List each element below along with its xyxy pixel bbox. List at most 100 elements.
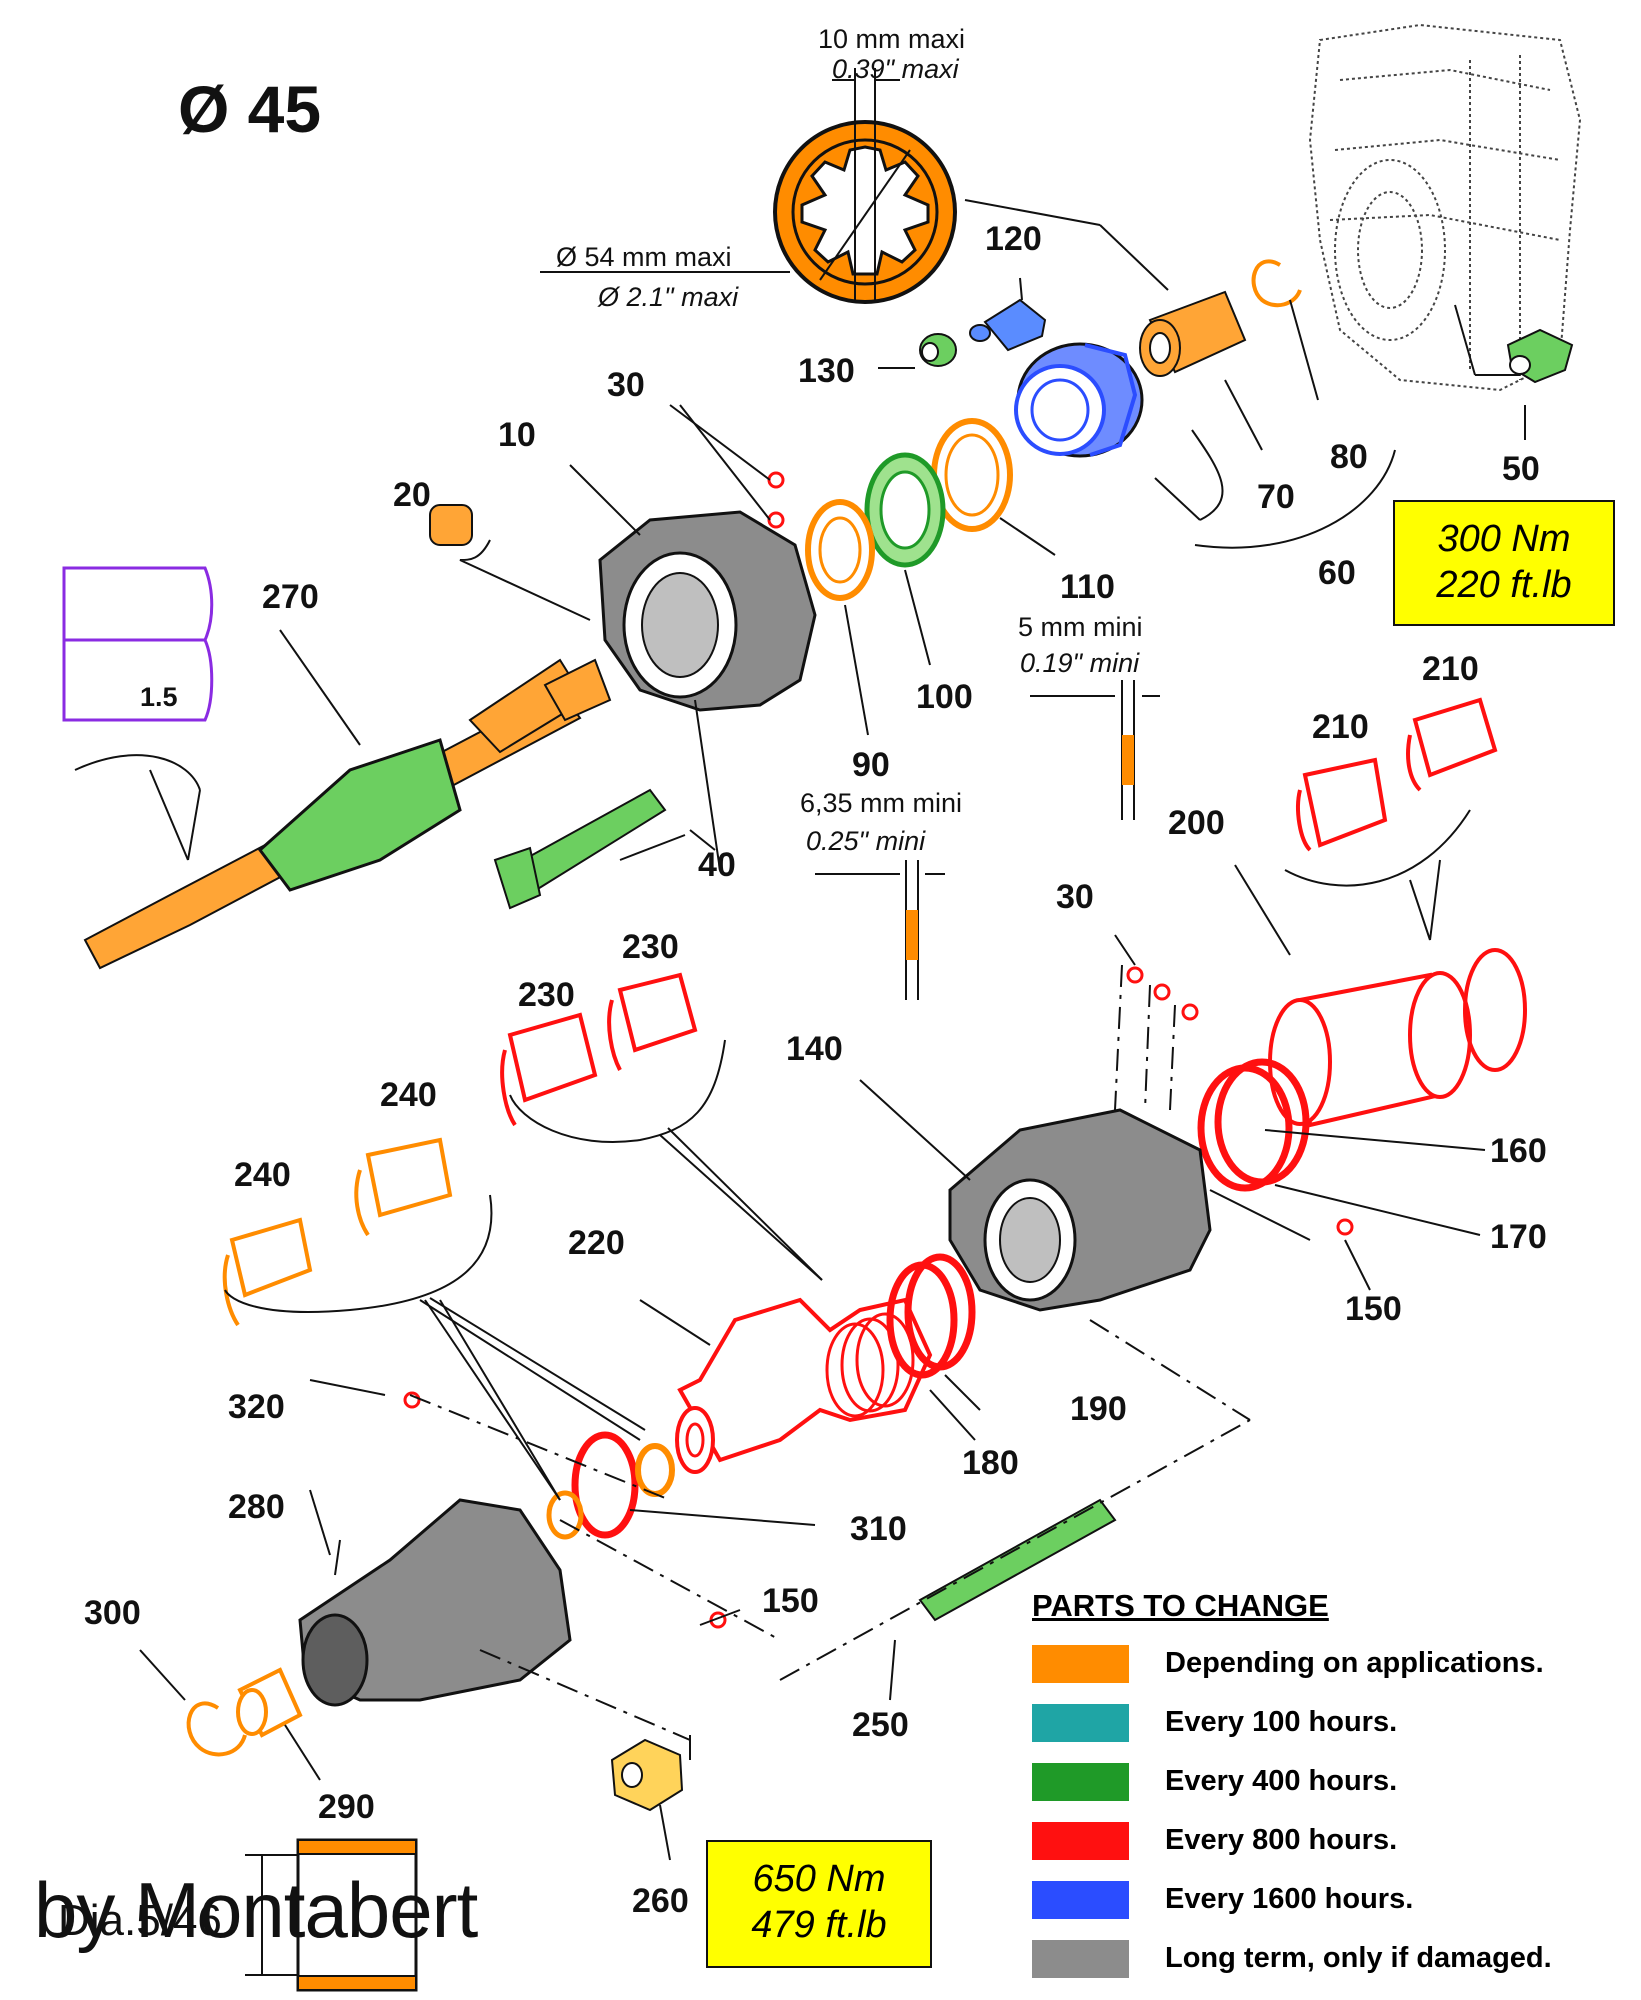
engine-block-sketch [1308, 23, 1582, 392]
gauge-width-mm: 10 mm maxi [818, 24, 965, 54]
wear-gauge [62, 566, 214, 722]
label-170: 170 [1490, 1218, 1547, 1256]
label-100: 100 [916, 678, 973, 716]
torque-bottom-nm: 650 Nm [752, 1858, 886, 1900]
leader-lines [74, 199, 1526, 1861]
part-250-tie-rod [918, 1498, 1117, 1622]
bushing-dia-label: Dia.5/46 [58, 1896, 222, 1945]
torque-top-nm: 300 Nm [1437, 518, 1571, 560]
measure-mini-2-in: 0.25" mini [806, 826, 926, 856]
part-220-piston [675, 1297, 933, 1474]
label-40: 40 [698, 846, 736, 884]
label-220: 220 [568, 1224, 625, 1262]
legend-label: Every 800 hours. [1165, 1824, 1398, 1856]
legend-swatch [1032, 1880, 1129, 1919]
part-140-cylinder [948, 1108, 1212, 1312]
part-240-half-cone-a [222, 1217, 313, 1327]
legend-item: Long term, only if damaged. [1032, 1929, 1632, 1988]
label-200: 200 [1168, 804, 1225, 842]
label-310: 310 [850, 1510, 907, 1548]
label-180: 180 [962, 1444, 1019, 1482]
label-230a: 230 [622, 928, 679, 966]
gauge-dia-in: Ø 2.1" maxi [597, 282, 739, 312]
legend-item: Every 1600 hours. [1032, 1870, 1632, 1929]
part-240-half-cone-b [354, 1137, 453, 1237]
label-240a: 240 [380, 1076, 437, 1114]
legend-item: Depending on applications. [1032, 1634, 1632, 1693]
label-10: 10 [498, 416, 536, 454]
label-280: 280 [228, 1488, 285, 1526]
part-90-washer [805, 499, 875, 601]
measure-mini-2-mm: 6,35 mm mini [800, 788, 962, 818]
legend-swatch [1032, 1703, 1129, 1742]
part-30-oring-a [767, 471, 785, 489]
part-30-oring-e [1181, 1003, 1199, 1021]
part-230-half-cone-b [607, 972, 698, 1071]
legend-label: Depending on applications. [1165, 1647, 1544, 1679]
label-80: 80 [1330, 438, 1368, 476]
part-80-circlip [1251, 259, 1302, 308]
part-100-needle-bearing [864, 452, 946, 568]
label-260: 260 [632, 1882, 689, 1920]
part-200-sleeve [1268, 948, 1527, 1128]
part-30-oring-b [767, 511, 785, 529]
label-300: 300 [84, 1594, 141, 1632]
label-150a: 150 [1345, 1290, 1402, 1328]
part-310-ring [571, 1431, 675, 1539]
part-290-bushing [236, 1667, 303, 1738]
part-210-half-cone-b [1406, 697, 1498, 792]
part-320-oring [403, 1391, 421, 1409]
label-90: 90 [852, 746, 890, 784]
torque-bottom-ftlb: 479 ft.lb [751, 1904, 887, 1946]
label-60: 60 [1318, 554, 1356, 592]
part-270-shaft [83, 658, 612, 970]
part-280-back-head [298, 1498, 572, 1707]
label-150b: 150 [762, 1582, 819, 1620]
label-50: 50 [1502, 450, 1540, 488]
label-270: 270 [262, 578, 319, 616]
part-30-oring-d [1153, 983, 1171, 1001]
part-10-front-head [598, 510, 817, 712]
credit-watermark: by Montabert [34, 1866, 478, 1954]
legend-title: PARTS TO CHANGE [1032, 1588, 1329, 1623]
part-50-nipple [1506, 328, 1574, 384]
legend: PARTS TO CHANGE Depending on application… [1032, 1588, 1632, 1988]
measure-mini-2 [815, 860, 945, 1000]
label-290: 290 [318, 1788, 375, 1826]
gauge-dia-mm: Ø 54 mm maxi [556, 242, 732, 272]
legend-label: Every 100 hours. [1165, 1706, 1398, 1738]
legend-item: Every 100 hours. [1032, 1693, 1632, 1752]
label-30b: 30 [1056, 878, 1094, 916]
legend-item: Every 800 hours. [1032, 1811, 1632, 1870]
part-230-half-cone-a [500, 1012, 598, 1127]
legend-label: Every 1600 hours. [1165, 1883, 1414, 1915]
splined-gauge [540, 68, 957, 304]
part-40-valve-pin [493, 788, 667, 910]
label-20: 20 [393, 476, 431, 514]
part-60-gear [1014, 342, 1144, 458]
bushing-section [245, 1838, 418, 1992]
part-labels: 120 130 30 10 20 270 80 70 60 50 110 100… [84, 220, 1547, 1920]
measure-mini-1 [1030, 680, 1160, 820]
label-120: 120 [985, 220, 1042, 258]
label-190: 190 [1070, 1390, 1127, 1428]
part-160-ring [1197, 1058, 1310, 1192]
part-150-oring-a [1336, 1218, 1354, 1236]
label-110: 110 [1060, 568, 1115, 606]
legend-swatch [1032, 1821, 1129, 1860]
label-240b: 240 [234, 1156, 291, 1194]
label-130: 130 [798, 352, 855, 390]
part-190-spring [825, 1312, 915, 1418]
part-260-nut [610, 1738, 684, 1812]
part-120-pinion [969, 298, 1047, 352]
legend-swatch [1032, 1644, 1129, 1683]
part-180-ring [886, 1253, 976, 1379]
torque-box-top: 300 Nm 220 ft.lb [1393, 500, 1615, 626]
label-210b: 210 [1312, 708, 1369, 746]
wear-gauge-value: 1.5 [140, 682, 178, 712]
legend-item: Every 400 hours. [1032, 1752, 1632, 1811]
torque-box-bottom: 650 Nm 479 ft.lb [706, 1840, 932, 1968]
part-300-circlip [186, 1701, 247, 1757]
legend-swatch [1032, 1939, 1129, 1978]
